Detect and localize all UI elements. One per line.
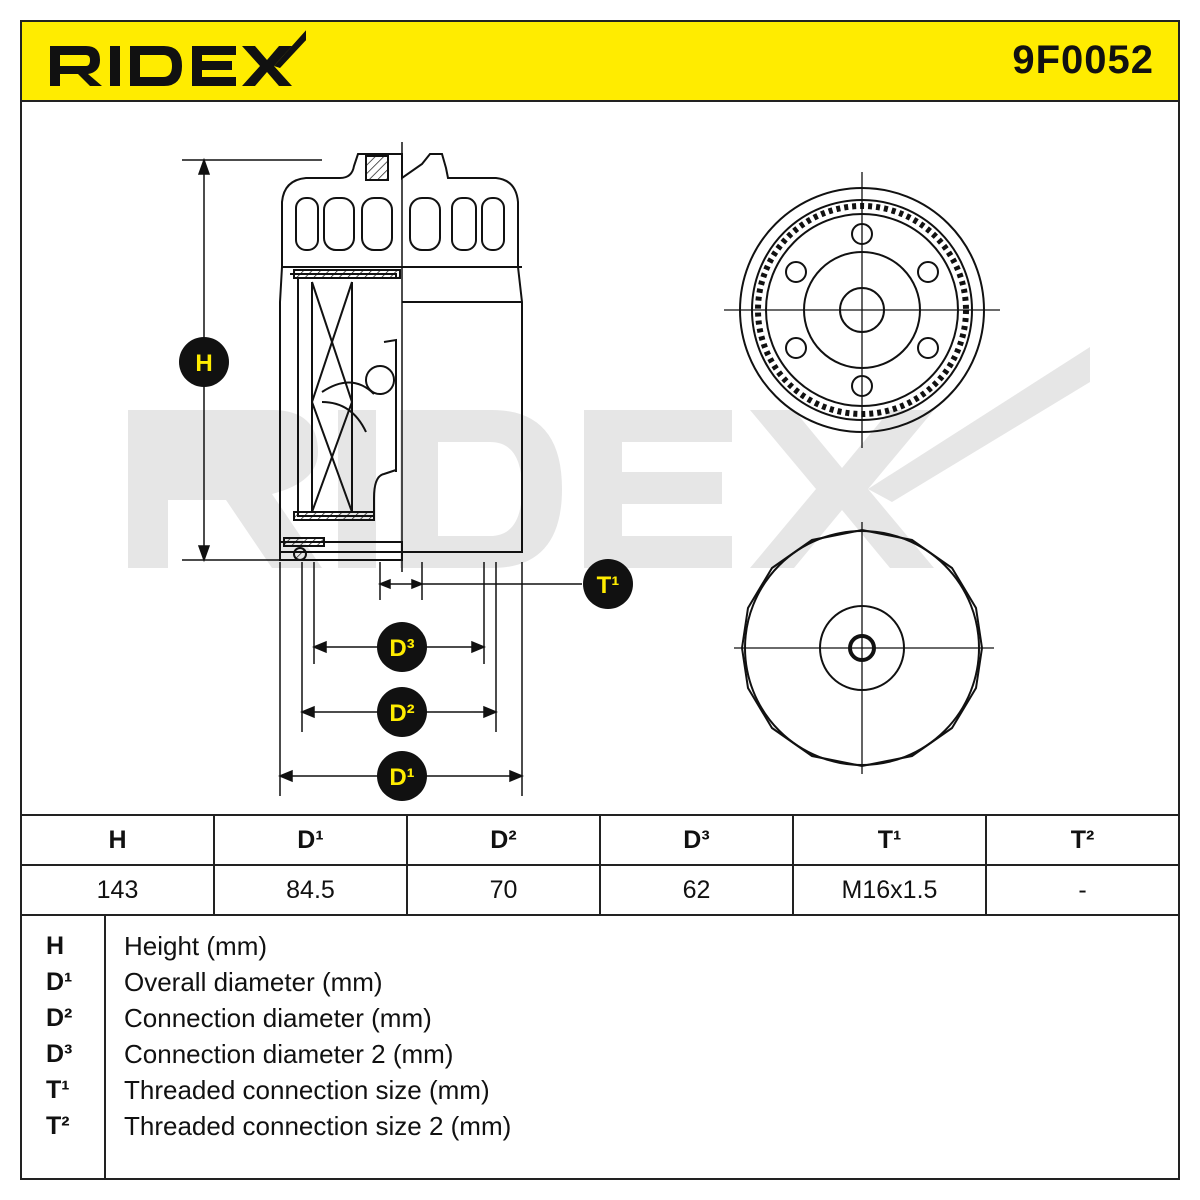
legend-key: T² <box>46 1112 70 1140</box>
legend-key: H <box>46 932 65 960</box>
table-header-cell: D¹ <box>215 816 408 864</box>
label-t1: T¹ <box>583 559 633 609</box>
svg-text:H: H <box>195 350 212 377</box>
label-h: H <box>179 337 229 387</box>
legend-item: T² Threaded connection size 2 (mm) <box>22 1108 1178 1144</box>
table-header-cell: T² <box>1070 825 1095 854</box>
legend-divider <box>104 914 106 1180</box>
legend-item: D² Connection diameter (mm) <box>22 1000 1178 1036</box>
svg-text:D¹: D¹ <box>389 764 414 791</box>
legend: H Height (mm) D¹ Overall diameter (mm) D… <box>22 914 1178 1180</box>
brand-logo <box>46 28 308 94</box>
spec-sheet: 9F0052 <box>20 20 1180 1180</box>
dimensions-table: H D¹ D² D³ T¹ T² 143 84.5 70 62 M16x1.5 … <box>22 814 1178 916</box>
legend-description: Overall diameter (mm) <box>124 967 383 997</box>
table-cell: 143 <box>22 866 215 914</box>
legend-description: Connection diameter (mm) <box>124 1003 432 1033</box>
legend-key: D¹ <box>46 968 73 996</box>
legend-key: T¹ <box>46 1076 70 1104</box>
legend-key: D³ <box>46 1040 73 1068</box>
table-cell: M16x1.5 <box>794 866 987 914</box>
legend-description: Height (mm) <box>124 931 268 961</box>
svg-text:T¹: T¹ <box>597 572 620 599</box>
label-d3: D³ <box>377 622 427 672</box>
table-header-cell: T¹ <box>794 816 987 864</box>
svg-text:D³: D³ <box>389 635 414 662</box>
svg-text:D²: D² <box>389 700 414 727</box>
legend-item: H Height (mm) <box>22 928 1178 964</box>
legend-description: Threaded connection size (mm) <box>124 1075 490 1105</box>
table-row: 143 84.5 70 62 M16x1.5 - <box>22 866 1178 914</box>
table-header-row: H D¹ D² D³ T¹ T² <box>22 816 1178 866</box>
label-d2: D² <box>377 687 427 737</box>
technical-drawing: H T¹ D³ D² D¹ <box>22 102 1178 814</box>
legend-key: D² <box>46 1004 73 1032</box>
filter-top-view <box>724 172 1000 448</box>
table-header-cell: H <box>22 816 215 864</box>
legend-item: T¹ Threaded connection size (mm) <box>22 1072 1178 1108</box>
legend-description: Connection diameter 2 (mm) <box>124 1039 454 1069</box>
part-number: 9F0052 <box>1012 38 1154 82</box>
dimension-leaders <box>278 562 582 796</box>
filter-bottom-view <box>734 522 994 774</box>
header-bar: 9F0052 <box>22 22 1178 102</box>
table-header-cell: D³ <box>601 816 794 864</box>
legend-item: D¹ Overall diameter (mm) <box>22 964 1178 1000</box>
table-cell: - <box>1078 875 1087 904</box>
legend-description: Threaded connection size 2 (mm) <box>124 1111 512 1141</box>
table-cell: 62 <box>601 866 794 914</box>
legend-item: D³ Connection diameter 2 (mm) <box>22 1036 1178 1072</box>
label-d1: D¹ <box>377 751 427 801</box>
table-cell: 70 <box>408 866 601 914</box>
table-header-cell: D² <box>408 816 601 864</box>
table-cell: 84.5 <box>215 866 408 914</box>
filter-side-view <box>279 142 523 572</box>
